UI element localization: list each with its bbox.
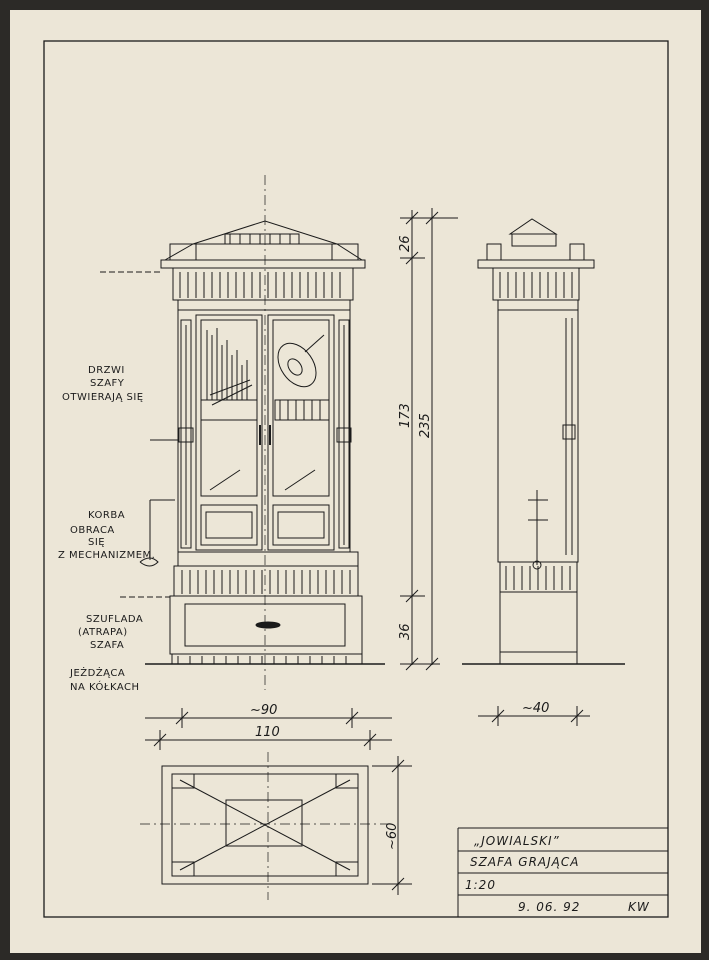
crank-note: KORBA OBRACA SIĘ Z MECHANIZMEM.	[58, 510, 155, 561]
drawer-note-line-2: (ATRAPA)	[78, 627, 128, 638]
drawing-sheet	[10, 10, 701, 953]
title-date: 9. 06. 92	[518, 900, 580, 914]
doors-note: DRZWI SZAFY OTWIERAJĄ SIĘ	[62, 365, 144, 403]
doors-note-line-3: OTWIERAJĄ SIĘ	[62, 392, 144, 403]
crank-note-line-4: Z MECHANIZMEM.	[58, 550, 155, 561]
dim-plan-depth: ~60	[385, 823, 400, 850]
dim-base-height: 36	[398, 623, 413, 640]
title-subtitle: SZAFA GRAJĄCA	[470, 855, 579, 869]
width-dimensions	[145, 706, 590, 750]
title-scale: 1:20	[465, 878, 496, 892]
dim-top-height: 26	[398, 235, 413, 252]
drawer-note-line-3: SZAFA	[90, 640, 124, 651]
title-block	[457, 827, 668, 917]
crank-note-line-1: KORBA	[88, 510, 125, 521]
doors-note-line-1: DRZWI	[88, 365, 125, 376]
crank-note-line-3: SIĘ	[88, 537, 105, 548]
dim-total-height: 235	[418, 413, 433, 438]
dim-total-width: 110	[255, 725, 280, 740]
rolling-note: JEŻDŻĄCA NA KÓŁKACH	[69, 666, 140, 693]
crank-note-line-2: OBRACA	[70, 525, 115, 536]
title-signature: KW	[628, 900, 650, 914]
doors-note-line-2: SZAFY	[90, 378, 125, 389]
drawer-note: SZUFLADA (ATRAPA) SZAFA	[78, 614, 143, 651]
plan-view	[140, 752, 412, 900]
dim-side-depth: ~40	[522, 701, 549, 716]
dim-inner-width: ~90	[250, 703, 277, 718]
title-name: „JOWIALSKI”	[474, 834, 560, 848]
frame-border	[43, 40, 669, 918]
front-elevation	[100, 175, 385, 690]
rolling-note-line-1: JEŻDŻĄCA	[69, 666, 125, 679]
side-elevation	[462, 218, 625, 665]
height-dimensions	[400, 208, 458, 671]
dim-body-height: 173	[398, 403, 413, 428]
rolling-note-line-2: NA KÓŁKACH	[70, 680, 140, 693]
drawer-note-line-1: SZUFLADA	[86, 614, 143, 625]
